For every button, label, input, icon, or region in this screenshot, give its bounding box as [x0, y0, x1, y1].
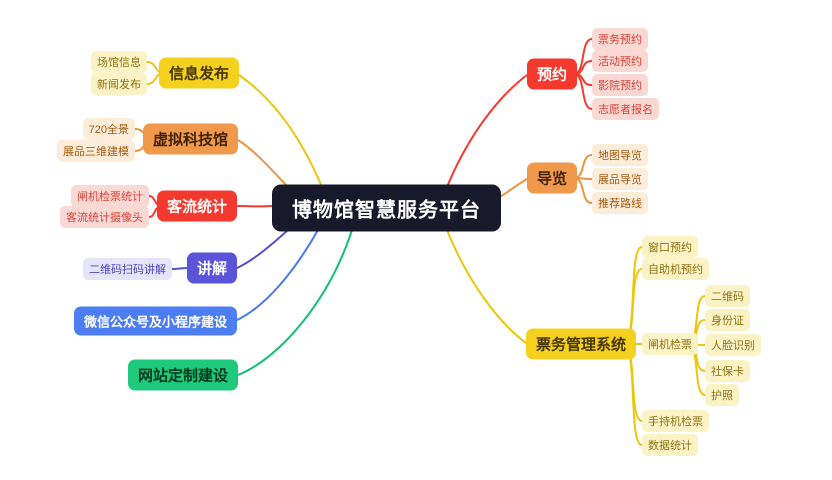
child-kiosk-reservation[interactable]: 自助机预约	[642, 258, 709, 280]
connector-root-ticket-system	[446, 229, 527, 344]
child-gate-check[interactable]: 闸机检票	[642, 333, 698, 355]
branch-reservation[interactable]: 预约	[527, 58, 578, 90]
branch-navigation[interactable]: 导览	[527, 162, 578, 194]
child-social-security-card[interactable]: 社保卡	[705, 360, 750, 382]
root-node[interactable]: 博物馆智慧服务平台	[272, 184, 501, 232]
child-window-reservation[interactable]: 窗口预约	[642, 236, 698, 258]
child-recommended-route[interactable]: 推荐路线	[592, 192, 648, 214]
connector-root-virtual-museum	[237, 139, 289, 188]
child-venue-info[interactable]: 场馆信息	[91, 51, 147, 73]
child-face-recognition[interactable]: 人脸识别	[705, 334, 761, 356]
connector-root-website	[237, 229, 353, 376]
child-exhibit-guide[interactable]: 展品导览	[592, 168, 648, 190]
branch-website-build[interactable]: 网站定制建设	[127, 359, 238, 391]
child-handheld-check[interactable]: 手持机检票	[642, 410, 709, 432]
child-cinema-reservation[interactable]: 影院预约	[592, 74, 648, 96]
child-volunteer-signup[interactable]: 志愿者报名	[592, 98, 659, 120]
connector-root-explain	[236, 229, 289, 269]
connector-root-wechat	[236, 229, 319, 321]
branch-visitor-stats[interactable]: 客流统计	[156, 190, 237, 222]
child-data-stats[interactable]: 数据统计	[642, 434, 698, 456]
child-activity-reservation[interactable]: 活动预约	[592, 50, 648, 72]
branch-wechat-miniprogram[interactable]: 微信公众号及小程序建设	[73, 306, 237, 336]
child-qrcode-explain[interactable]: 二维码扫码讲解	[83, 258, 172, 280]
child-visitor-stats-camera[interactable]: 客流统计摄像头	[60, 206, 149, 228]
branch-ticket-system[interactable]: 票务管理系统	[526, 328, 637, 360]
child-exhibit-3d-modeling[interactable]: 展品三维建模	[57, 140, 135, 162]
child-news-publish[interactable]: 新闻发布	[91, 73, 147, 95]
child-passport[interactable]: 护照	[705, 384, 739, 406]
child-ticket-reservation[interactable]: 票务预约	[592, 28, 648, 50]
child-gate-ticket-stats[interactable]: 闸机检票统计	[71, 185, 149, 207]
branch-info-publish[interactable]: 信息发布	[158, 57, 239, 89]
child-720-panorama[interactable]: 720全景	[82, 118, 135, 140]
branch-explain[interactable]: 讲解	[186, 252, 237, 284]
branch-virtual-museum[interactable]: 虚拟科技馆	[142, 123, 238, 155]
child-map-guide[interactable]: 地图导览	[592, 144, 648, 166]
connector-qrcode-explain	[171, 267, 189, 270]
child-qrcode[interactable]: 二维码	[705, 285, 750, 307]
connector-root-reservation	[446, 74, 528, 188]
child-id-card[interactable]: 身份证	[705, 309, 750, 331]
connector-root-info-publish	[238, 74, 323, 188]
